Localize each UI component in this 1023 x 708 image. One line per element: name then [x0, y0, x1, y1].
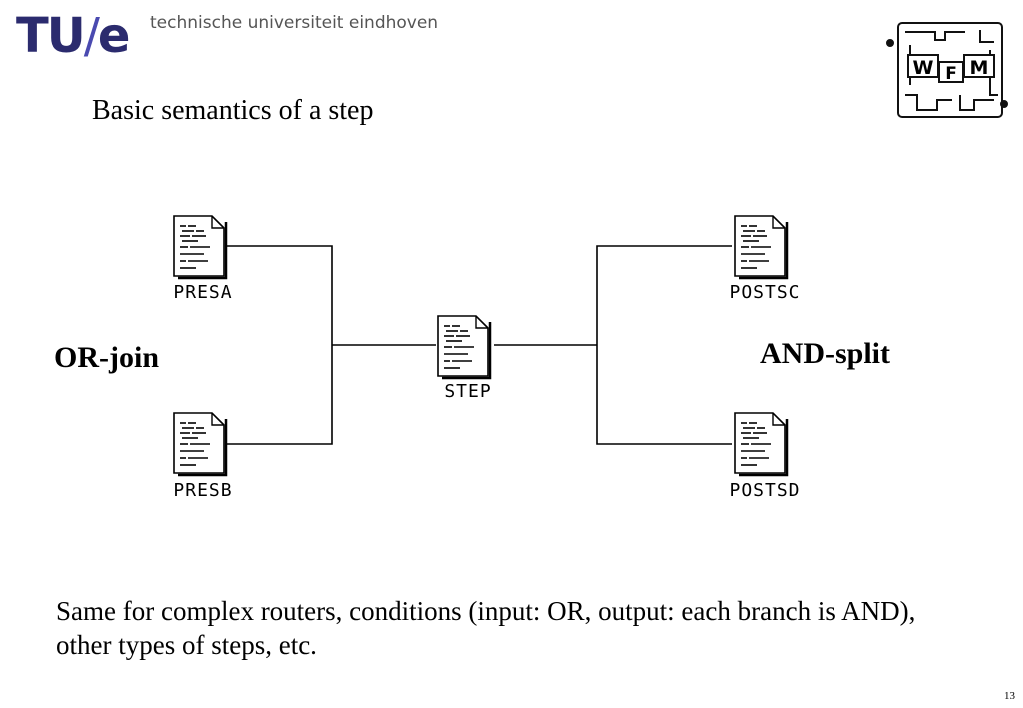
logo-slash: / — [83, 8, 100, 64]
wfm-badge-frame — [897, 22, 1003, 118]
postsc-document-icon — [733, 214, 789, 280]
wfm-dot-right — [1000, 100, 1008, 108]
presb-document-icon — [172, 411, 228, 477]
slide-title: Basic semantics of a step — [92, 95, 374, 126]
wfm-maze-lines — [905, 30, 998, 111]
page-number: 13 — [1004, 690, 1015, 702]
node-label-postsc: POSTSC — [729, 282, 801, 303]
wfm-letter-w: W — [913, 57, 934, 79]
node-label-step: STEP — [444, 381, 492, 402]
presa-document-icon — [172, 214, 228, 280]
node-label-postsd: POSTSD — [729, 480, 801, 501]
footer-note: Same for complex routers, conditions (in… — [56, 596, 916, 660]
and-split-label: AND-split — [760, 337, 891, 370]
university-name: technische universiteit eindhoven — [150, 13, 439, 33]
logo-tu: TU — [16, 8, 86, 64]
wfm-letter-m: M — [970, 57, 989, 79]
logo-e: e — [97, 8, 131, 64]
wfm-letter-f: F — [945, 64, 957, 84]
postsd-document-icon — [733, 411, 789, 477]
wfm-dot-left — [886, 39, 894, 47]
and-split-connector — [596, 245, 732, 445]
wfm-box-m — [963, 54, 995, 78]
tue-logo: TU/e — [16, 6, 131, 66]
node-label-presb: PRESB — [173, 480, 233, 501]
or-join-label: OR-join — [54, 341, 159, 374]
step-document-icon — [436, 314, 492, 380]
node-label-presa: PRESA — [173, 282, 233, 303]
